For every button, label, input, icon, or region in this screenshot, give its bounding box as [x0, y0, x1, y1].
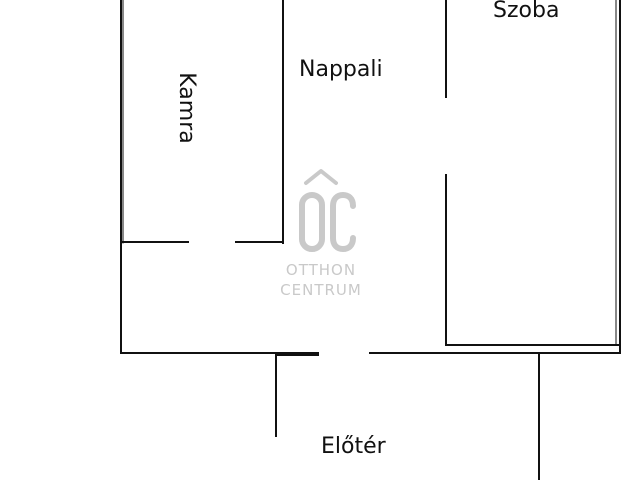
room-label-eloter: Előtér	[321, 434, 386, 459]
otthon-centrum-logo-icon	[299, 169, 356, 252]
room-label-nappali: Nappali	[299, 57, 383, 82]
otthon-centrum-watermark: OTTHON CENTRUM	[266, 166, 376, 300]
room-label-szoba: Szoba	[493, 0, 560, 23]
watermark-brand-line2: CENTRUM	[280, 281, 362, 299]
room-label-kamra: Kamra	[174, 72, 199, 144]
watermark-brand-line1: OTTHON	[285, 261, 357, 279]
